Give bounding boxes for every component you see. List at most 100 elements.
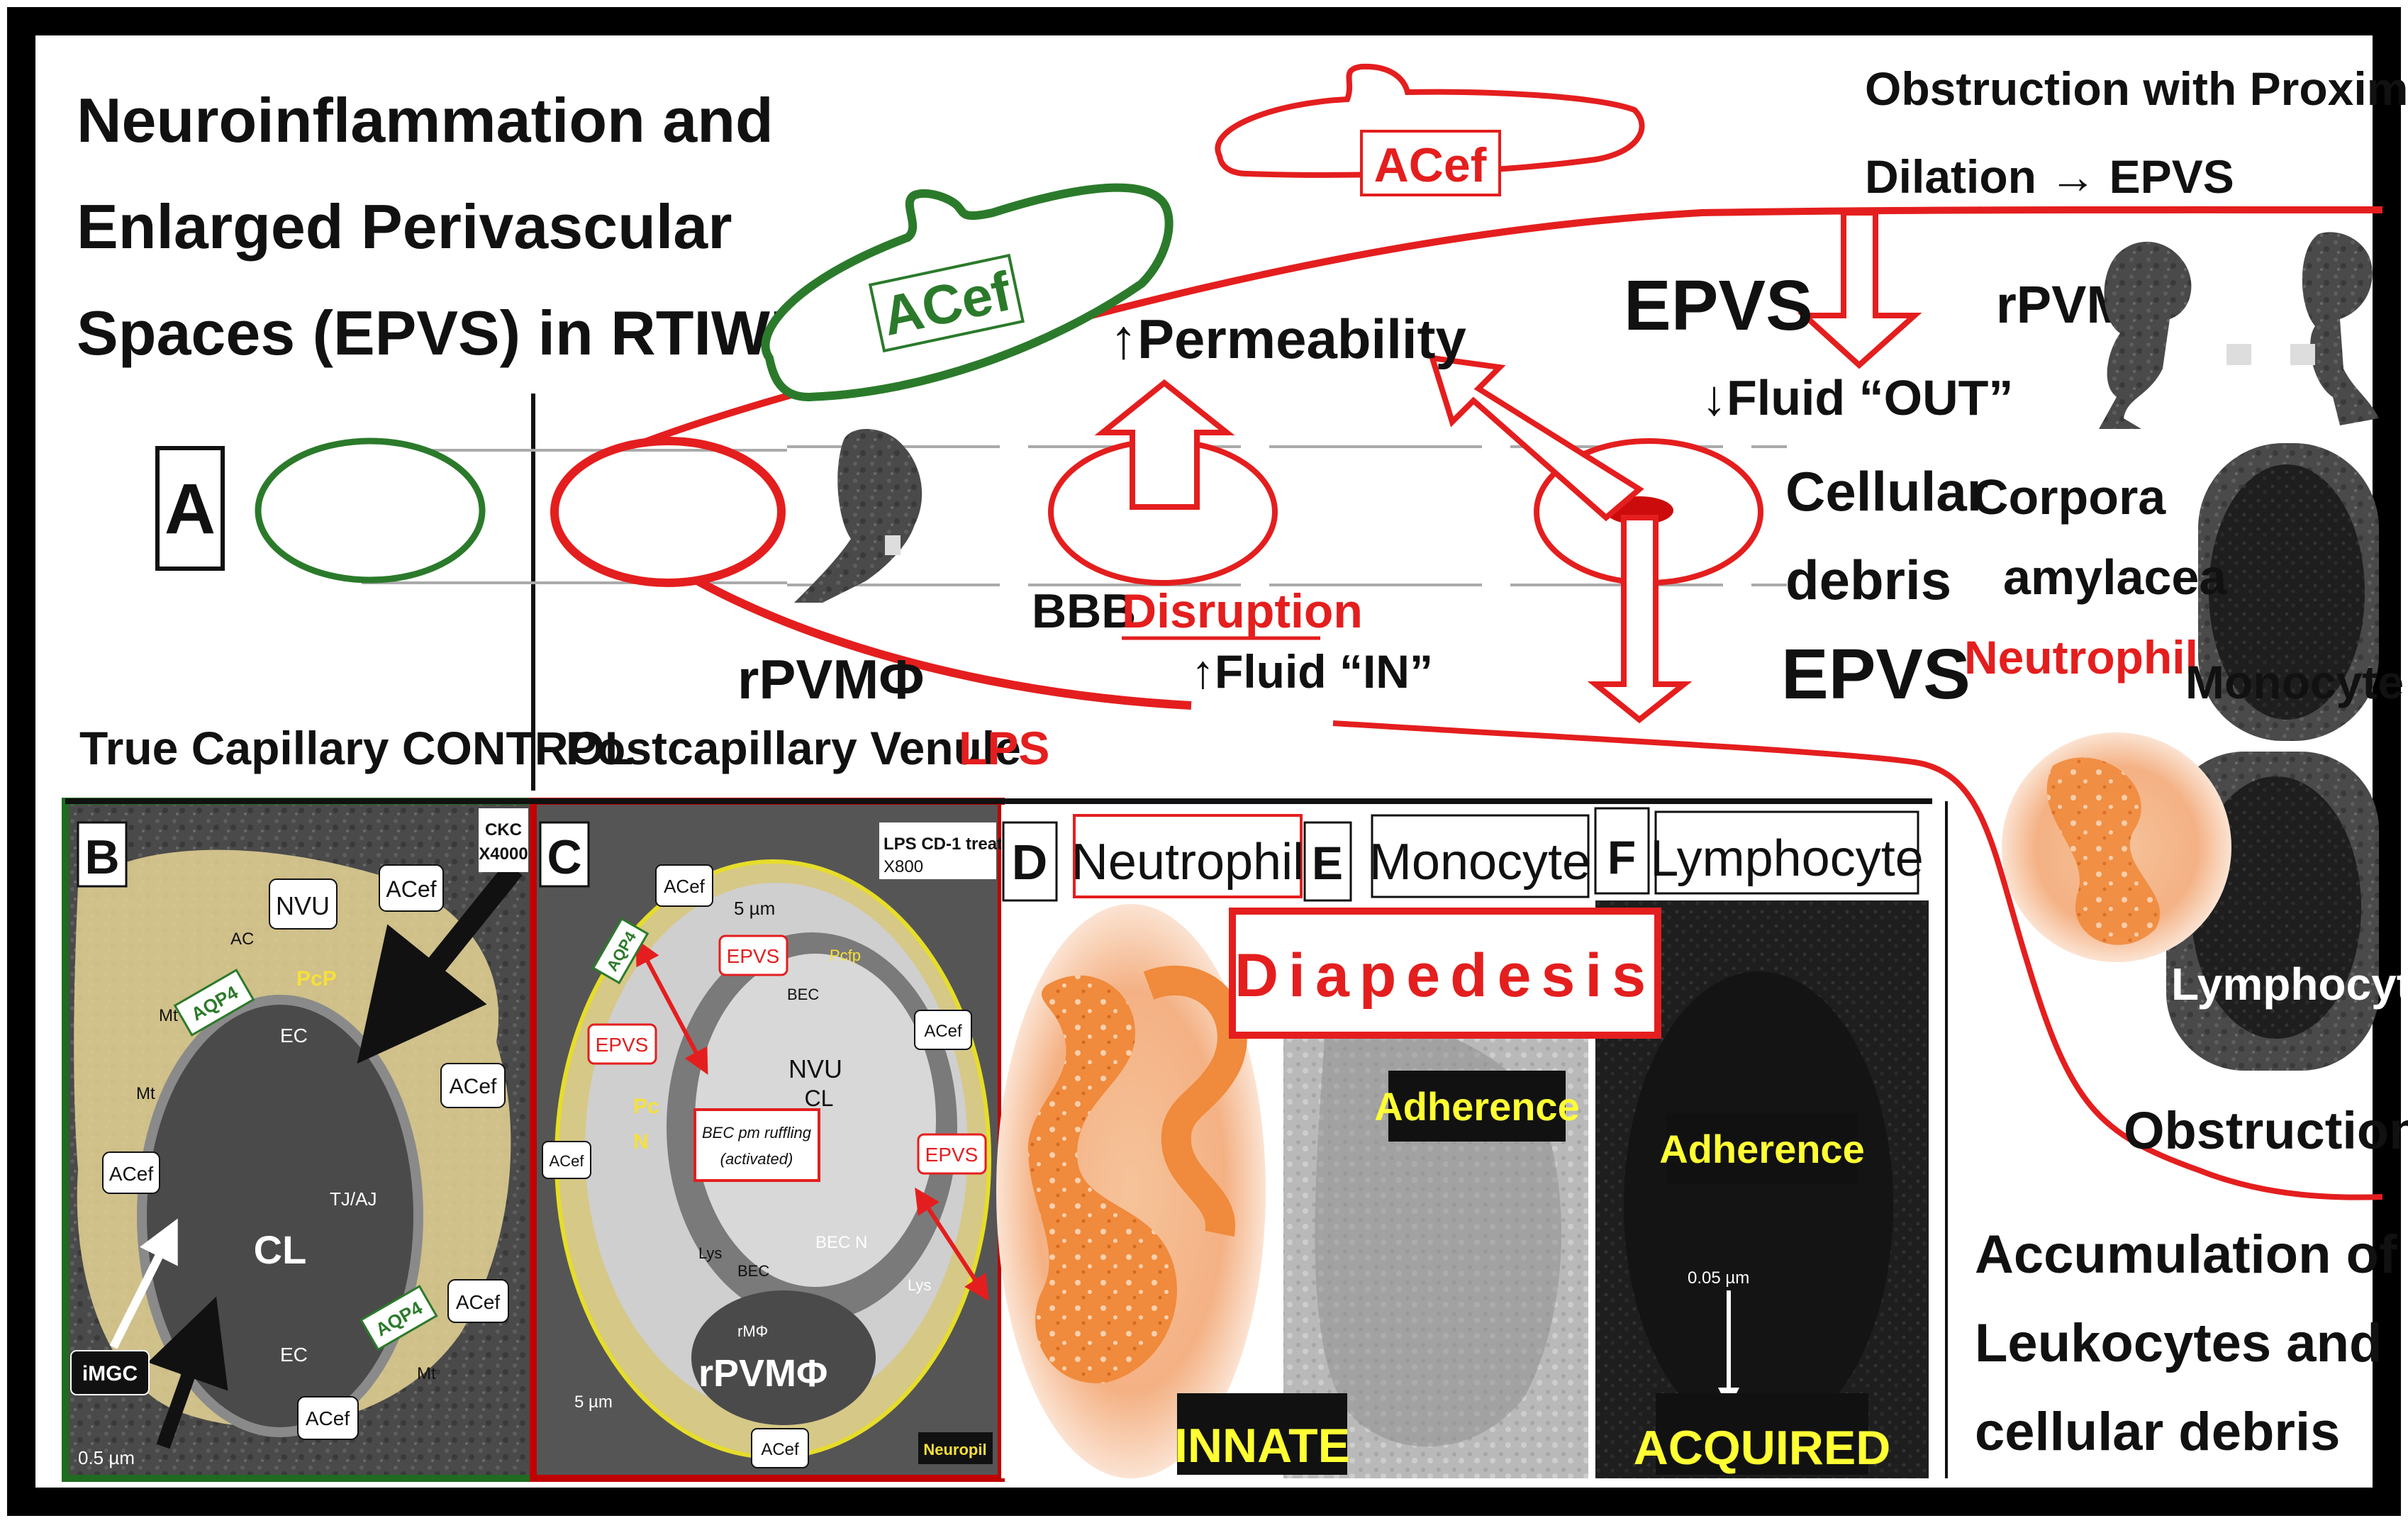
corpora-amylacea-line-1: Corpora	[1973, 469, 2166, 525]
control-capillary-lumen	[255, 437, 486, 584]
figure-title-line-2: Enlarged Perivascular	[77, 191, 732, 262]
diapedesis-label: Diapedesis	[1234, 942, 1656, 1010]
macrophage-em-icon-center	[794, 429, 922, 603]
rpvm-label-center: rPVMΦ	[737, 648, 924, 710]
panel-c-annotation-line-1: BEC pm ruffling	[702, 1124, 812, 1142]
panel-e-adherence: Adherence	[1374, 1084, 1579, 1129]
corpora-amylacea-line-2: amylacea	[2003, 549, 2227, 605]
panel-b-acef-5: ACef	[306, 1407, 350, 1429]
panel-e-letter: E	[1312, 837, 1343, 889]
panel-b-capillary-lumen	[137, 995, 423, 1437]
perivascular-space-lower-boundary-right	[1332, 720, 2383, 1200]
panel-b-cl: CL	[254, 1227, 307, 1272]
acef-green-label-box	[868, 253, 1025, 353]
panel-c-letter: C	[547, 830, 581, 884]
true-capillary-control-label: True Capillary CONTROL	[79, 722, 633, 774]
panel-c-acef-2: ACef	[550, 1152, 585, 1170]
panel-c-pcfp: Pcfp	[830, 947, 861, 964]
panel-c-bec-bottom: BEC	[737, 1262, 769, 1280]
cellular-debris-line-2: debris	[1785, 549, 1951, 611]
figure-title-line-3: Spaces (EPVS) in RTIWH	[77, 298, 815, 368]
fluid-in-label: ↑Fluid “IN”	[1191, 645, 1433, 698]
panel-e-title: Monocyte	[1369, 834, 1590, 891]
panel-b-acef-4: ACef	[456, 1291, 500, 1313]
panel-c-annotation-line-2: (activated)	[720, 1150, 793, 1168]
acef-red-label-box	[1360, 130, 1501, 196]
panel-a-letter-box	[155, 446, 225, 571]
panel-c-epvs-3: EPVS	[925, 1144, 979, 1166]
panel-b-white-arrow	[109, 1218, 178, 1349]
panel-c-acef-4: ACef	[761, 1440, 799, 1459]
monocyte-label-right: Monocyte	[2185, 656, 2404, 708]
panel-c-pc: Pc	[633, 1095, 659, 1118]
panel-c-lys-1: Lys	[698, 1244, 722, 1262]
acef-red-endfoot: ACef	[1215, 63, 1645, 196]
accumulation-line-1: Accumulation of	[1975, 1224, 2397, 1285]
panel-c: C LPS CD-1 treated X800 ACef 5 µm EPVS E…	[530, 798, 1022, 1482]
panel-b-mt-1: Mt	[159, 1006, 178, 1025]
panel-f-adherence: Adherence	[1659, 1127, 1864, 1171]
permeability-hollow-arrow	[1094, 379, 1235, 510]
panel-c-header-line-2: X800	[884, 857, 923, 876]
panel-d-neutrophil-nucleus	[1028, 975, 1177, 1383]
accumulation-line-2: Leukocytes and	[1975, 1313, 2382, 1373]
accumulation-line-3: cellular debris	[1975, 1402, 2340, 1462]
panel-c-acef-3: ACef	[924, 1022, 962, 1041]
lymphocyte-label-right: Lymphocyte	[2171, 959, 2408, 1010]
acef-green-endfoot: ACef	[761, 183, 1174, 402]
panels-def: 0.05 µm D Neutrophil E Monocyte F Lympho…	[65, 798, 1932, 1478]
cellular-debris-line-1: Cellular	[1785, 460, 1988, 523]
panel-a-letter: A	[165, 469, 216, 549]
lps-venule-lumen	[550, 437, 786, 587]
panel-b-ec-top: EC	[280, 1025, 308, 1047]
panel-c-header-line-1: LPS CD-1 treated	[884, 835, 1022, 854]
acef-red-label: ACef	[1374, 138, 1487, 192]
panel-b-magnification: X4000	[479, 844, 528, 864]
figure-frame	[7, 7, 2401, 1516]
panel-c-letter-box	[539, 821, 590, 888]
panel-b-mt-3: Mt	[417, 1364, 436, 1383]
innate-label: INNATE	[1174, 1419, 1350, 1473]
panel-b-ec-bottom: EC	[280, 1344, 308, 1366]
neutrophil-label-right: Neutrophil	[1964, 631, 2198, 684]
fluid-out-hollow-arrow	[1797, 210, 1922, 369]
macrophage-em-icon-right	[2099, 232, 2379, 429]
panel-d-letter: D	[1012, 835, 1048, 890]
panel-c-epvs-1: EPVS	[727, 945, 780, 967]
panel-d-title: Neutrophil	[1071, 834, 1304, 891]
panel-b-letter: B	[84, 830, 119, 884]
neutrophil-cell-right	[2002, 732, 2231, 962]
panel-b-acef-2: ACef	[450, 1075, 497, 1098]
panel-c-macrophage	[691, 1290, 876, 1425]
panel-c-rm: rMΦ	[737, 1322, 768, 1340]
panel-c-epvs-2: EPVS	[596, 1034, 649, 1056]
panel-c-n: N	[633, 1130, 649, 1154]
figure-title-line-1: Neuroinflammation and	[77, 85, 774, 155]
panel-b-black-arrow	[357, 861, 523, 1064]
diapedesis-banner	[1229, 908, 1661, 1039]
panel-c-lys-2: Lys	[908, 1276, 931, 1294]
panel-a: Neuroinflammation and Enlarged Perivascu…	[77, 62, 2408, 1478]
panel-c-acef-1: ACef	[664, 876, 706, 897]
fluid-out-label: ↓Fluid “OUT”	[1702, 370, 2013, 425]
panel-b-imgc: iMGC	[82, 1362, 138, 1385]
panel-b-acef-3: ACef	[109, 1163, 153, 1185]
acquired-label: ACQUIRED	[1634, 1421, 1891, 1475]
panel-c-cl: CL	[805, 1086, 834, 1111]
panel-b-acef-1: ACef	[386, 876, 436, 902]
panel-c-nvu: NVU	[788, 1054, 842, 1083]
panel-f-letter: F	[1607, 831, 1636, 883]
downward-hollow-arrow	[1587, 515, 1693, 724]
panel-c-neuropil: Neuropil	[923, 1441, 986, 1458]
panel-c-bec-top: BEC	[787, 986, 819, 1003]
panel-b-mt-2: Mt	[136, 1084, 155, 1103]
panel-b-pcp: PcP	[296, 967, 337, 991]
diagonal-hollow-arrow	[1428, 355, 1644, 522]
postcapillary-venule-label: Postcapillary Venule	[566, 722, 1021, 774]
panel-b-letter-box	[77, 821, 128, 888]
epvs-label-bottom: EPVS	[1781, 635, 1971, 714]
panel-b-ckc: CKC	[485, 820, 522, 839]
perivascular-space-lower-boundary	[696, 577, 1192, 710]
panel-b-black-arrow-lower	[147, 1296, 228, 1449]
lps-label: LPS	[959, 722, 1049, 774]
